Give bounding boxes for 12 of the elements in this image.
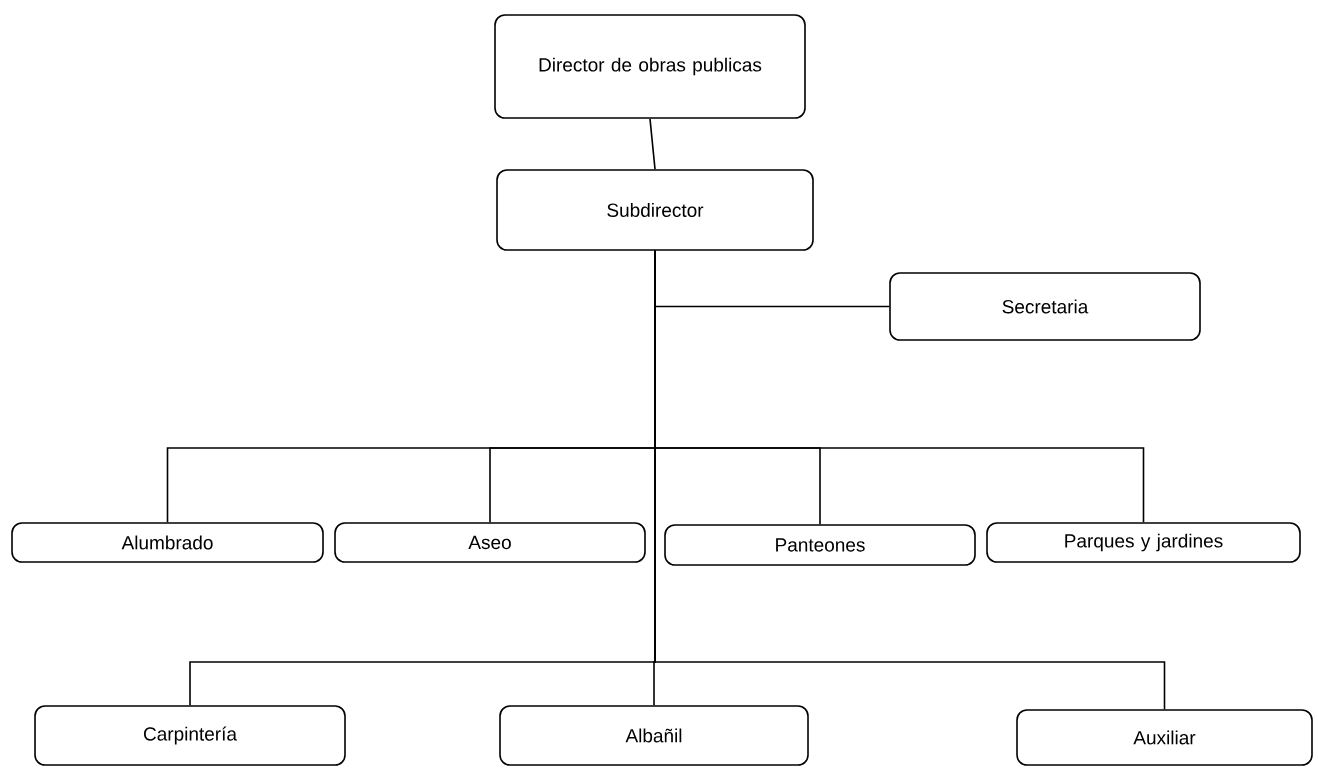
- org-box: Panteones: [664, 524, 976, 566]
- connector-line: [654, 250, 1166, 710]
- org-box: Subdirector: [496, 169, 814, 251]
- org-box: Carpintería: [34, 705, 346, 766]
- org-box: Secretaria: [889, 272, 1201, 341]
- org-box: Alumbrado: [11, 522, 324, 563]
- org-box: Auxiliar: [1016, 709, 1313, 766]
- org-box: Albañil: [499, 705, 809, 766]
- org-box: Parques y jardines: [986, 522, 1301, 563]
- connector-line: [649, 118, 656, 170]
- org-box: Director de obras publicas: [494, 14, 806, 119]
- org-box: Aseo: [334, 522, 646, 563]
